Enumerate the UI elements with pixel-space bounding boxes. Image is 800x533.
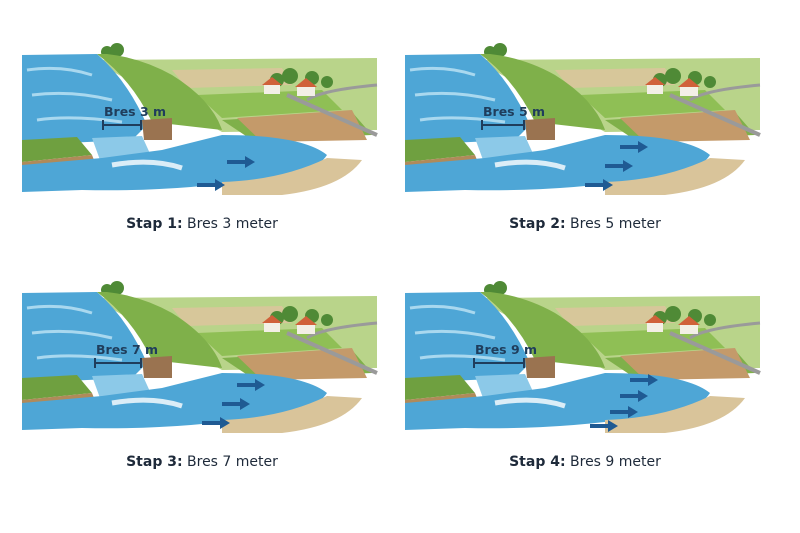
dike (97, 292, 222, 368)
dike-remnant (22, 375, 92, 400)
flow-arrow-icon (222, 398, 250, 410)
step-caption: Stap 2: Bres 5 meter (405, 216, 765, 232)
flow-arrows (197, 156, 255, 191)
dike (480, 54, 605, 130)
flow-arrows (202, 379, 265, 429)
farmhouses (645, 315, 700, 334)
breach-width-label: Bres 7 m (96, 342, 159, 357)
dike (97, 54, 222, 130)
dike-remnant (22, 137, 92, 162)
flow-arrow-icon (610, 406, 638, 418)
dike-remnant (405, 375, 475, 400)
flow-arrow-icon (630, 374, 658, 386)
flow-arrow-icon (227, 156, 255, 168)
flow-arrow-icon (197, 179, 225, 191)
step-number: Stap 3: (126, 454, 183, 470)
step-caption: Stap 4: Bres 9 meter (405, 454, 765, 470)
flow-arrow-icon (585, 179, 613, 191)
step-panel-2: Bres 5 m Stap 2: Bres 5 meter (405, 40, 765, 250)
dike-breach-illustration (22, 40, 382, 200)
dike-remnant (405, 137, 475, 162)
farmhouses (262, 77, 317, 96)
flow-arrow-icon (620, 141, 648, 153)
step-description: Bres 9 meter (565, 454, 661, 470)
step-number: Stap 2: (509, 216, 566, 232)
flow-arrow-icon (237, 379, 265, 391)
flow-arrows (585, 141, 648, 191)
dike-breach-illustration (22, 278, 382, 438)
dike-breach-illustration (405, 278, 765, 438)
step-caption: Stap 1: Bres 3 meter (22, 216, 382, 232)
flow-arrow-icon (590, 420, 618, 432)
step-panel-1: Bres 3 m Stap 1: Bres 3 meter (22, 40, 382, 250)
breach-width-marker (102, 120, 142, 130)
flow-arrow-icon (605, 160, 633, 172)
flow-arrow-icon (620, 390, 648, 402)
flow-arrows (590, 374, 658, 432)
farmhouses (645, 77, 700, 96)
breach-width-marker (94, 358, 142, 368)
step-panel-3: Bres 7 m Stap 3: Bres 7 meter (22, 278, 382, 488)
breach-width-label: Bres 3 m (104, 104, 167, 119)
step-number: Stap 1: (126, 216, 183, 232)
breach-width-marker (481, 120, 525, 130)
farmhouses (262, 315, 317, 334)
step-description: Bres 7 meter (182, 454, 278, 470)
step-panel-4: Bres 9 m Stap 4: Bres 9 meter (405, 278, 765, 488)
step-caption: Stap 3: Bres 7 meter (22, 454, 382, 470)
breach-width-label: Bres 5 m (483, 104, 546, 119)
step-number: Stap 4: (509, 454, 566, 470)
dike (480, 292, 605, 368)
breach-width-marker (473, 358, 525, 368)
breach-width-label: Bres 9 m (475, 342, 538, 357)
step-description: Bres 3 meter (182, 216, 278, 232)
dike-breach-illustration (405, 40, 765, 200)
flow-arrow-icon (202, 417, 230, 429)
step-description: Bres 5 meter (565, 216, 661, 232)
